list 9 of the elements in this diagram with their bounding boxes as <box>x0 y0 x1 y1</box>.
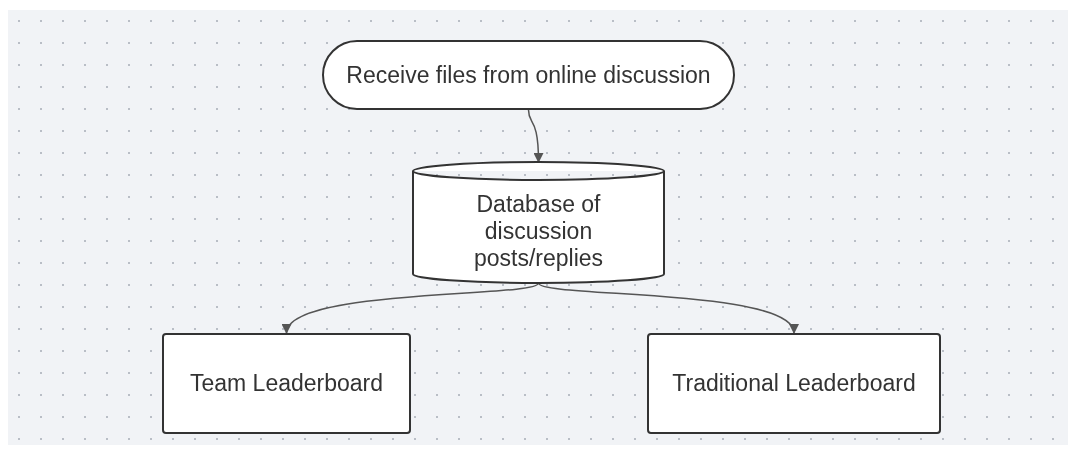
node-label: Traditional Leaderboard <box>671 370 917 397</box>
node-label: Team Leaderboard <box>188 370 385 397</box>
arrow <box>527 109 544 163</box>
arrow <box>285 282 540 334</box>
node-label: Receive files from online discussion <box>345 61 712 89</box>
process-box <box>647 333 941 434</box>
process-box <box>162 333 411 434</box>
database-cylinder <box>412 162 665 283</box>
node-label: Database of discussion posts/replies <box>472 190 605 272</box>
